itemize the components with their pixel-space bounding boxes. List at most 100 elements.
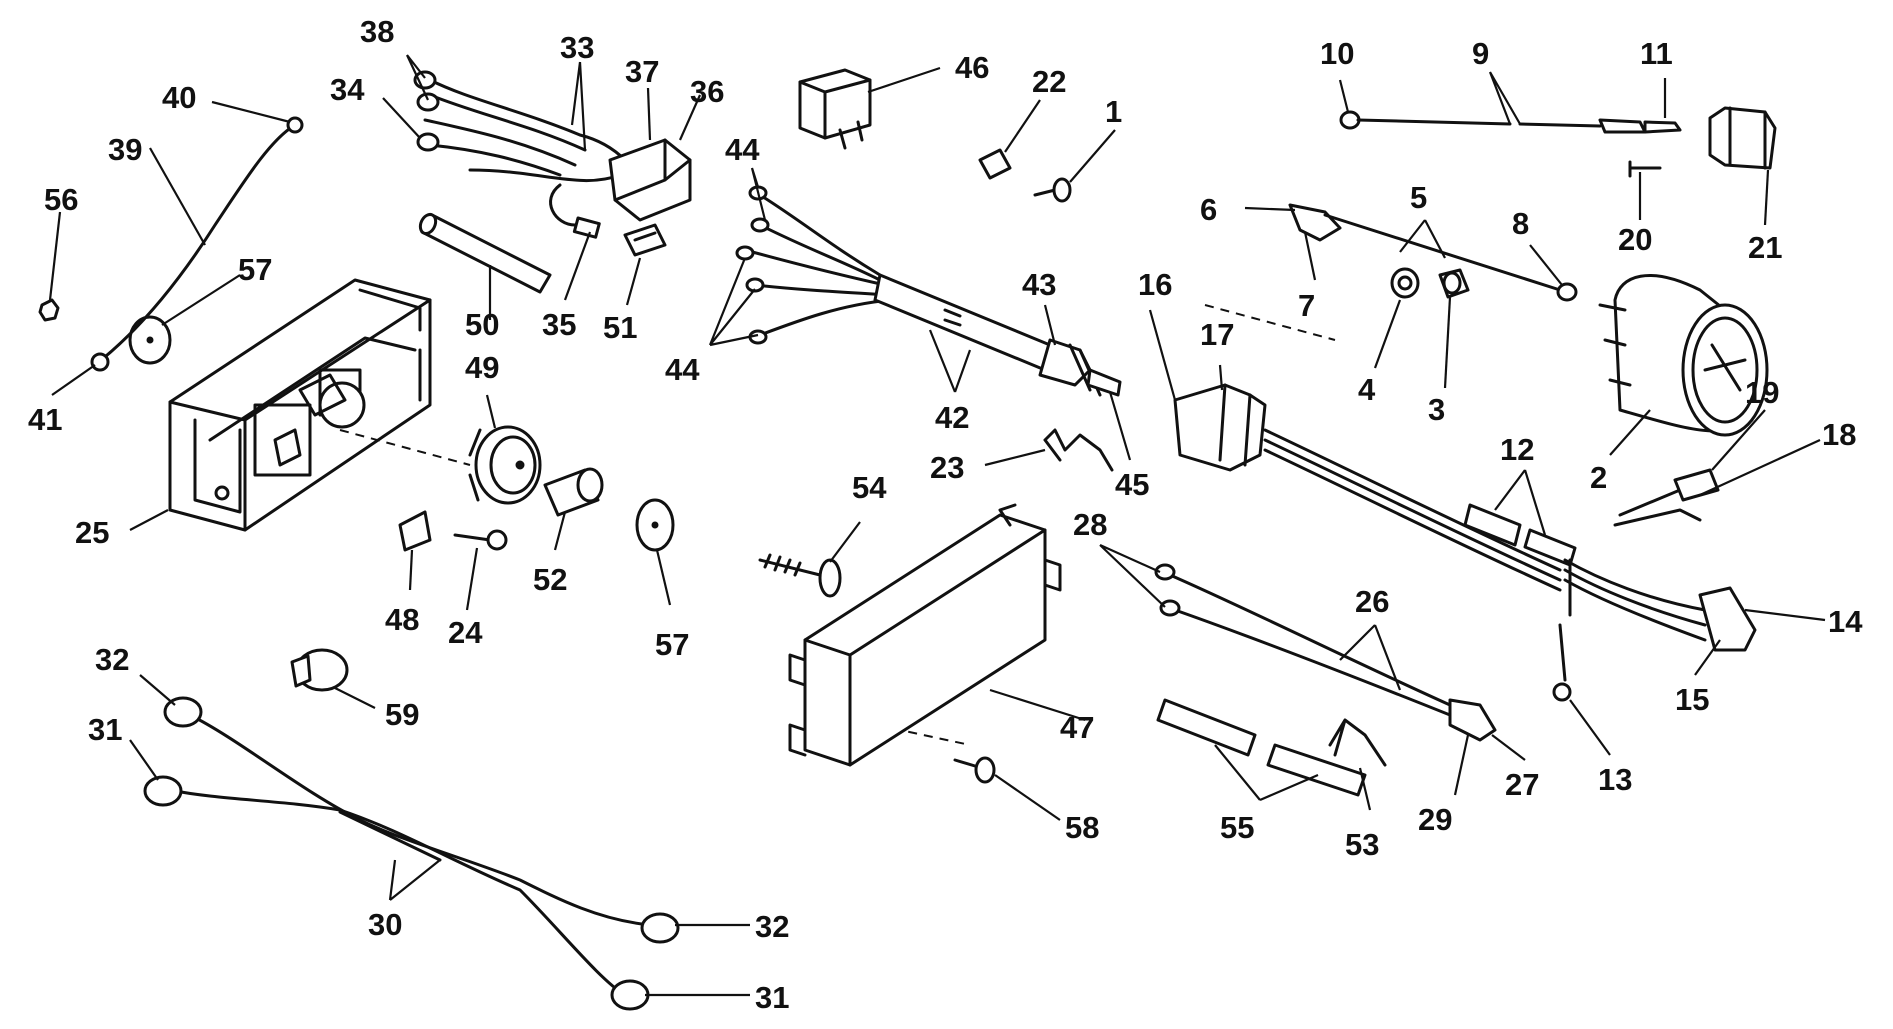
alignment-line-2 <box>1204 304 1336 341</box>
harness-12-assembly <box>1173 383 1757 702</box>
ground-lead-terminal-41 <box>90 352 110 372</box>
callout-32b: 32 <box>755 909 789 944</box>
callout-48: 48 <box>385 602 419 637</box>
callout-46: 46 <box>955 50 989 85</box>
callout-6: 6 <box>1200 192 1217 227</box>
harness-connector-assembly <box>413 70 692 239</box>
callout-11: 11 <box>1640 36 1673 71</box>
callout-40: 40 <box>162 80 196 115</box>
lamp-socket-4 <box>1390 267 1420 299</box>
callout-37: 37 <box>625 54 659 89</box>
callout-12: 12 <box>1500 432 1534 467</box>
cover-plate-47 <box>788 503 1062 767</box>
sleeve-55b <box>1266 743 1367 797</box>
harness-42-assembly <box>735 185 1122 397</box>
callout-8: 8 <box>1512 206 1529 241</box>
callout-50: 50 <box>465 307 499 342</box>
callout-58: 58 <box>1065 810 1099 845</box>
washer-left-hole <box>146 336 154 344</box>
bolt-54 <box>758 553 842 598</box>
clip-51 <box>623 223 667 257</box>
callout-29: 29 <box>1418 802 1452 837</box>
screw-1 <box>1033 177 1072 203</box>
grommet-49 <box>468 425 542 505</box>
screw-58 <box>953 756 996 784</box>
clip-22 <box>978 148 1012 180</box>
sleeve-55a <box>1156 698 1257 757</box>
callout-10: 10 <box>1320 36 1354 71</box>
callout-7: 7 <box>1298 288 1315 323</box>
lead-wire-5 <box>1288 203 1578 302</box>
control-box-housing <box>168 278 432 532</box>
callout-16: 16 <box>1138 267 1172 302</box>
ground-lead-terminal-40 <box>286 116 304 134</box>
callout-labels: 1 2 3 4 5 6 7 8 9 10 11 12 13 14 15 16 1… <box>28 14 1863 1015</box>
callout-13: 13 <box>1598 762 1632 797</box>
callout-20: 20 <box>1618 222 1652 257</box>
leader-lines <box>48 54 1826 997</box>
callout-1: 1 <box>1105 94 1122 129</box>
callout-31b: 31 <box>755 980 789 1015</box>
callout-30: 30 <box>368 907 402 942</box>
ground-lead-wire <box>93 123 297 367</box>
spring-clip-23 <box>1043 428 1114 472</box>
callout-41: 41 <box>28 402 62 437</box>
callout-51: 51 <box>603 310 637 345</box>
callout-52: 52 <box>533 562 567 597</box>
callout-19: 19 <box>1745 375 1779 410</box>
y-harness-assembly <box>143 696 680 1011</box>
callout-25: 25 <box>75 515 109 550</box>
callout-24: 24 <box>448 615 483 650</box>
sleeve-50-end <box>418 212 438 236</box>
callout-45: 45 <box>1115 467 1149 502</box>
sleeve-50 <box>420 213 552 294</box>
callout-5: 5 <box>1410 180 1427 215</box>
clip-51-slot <box>633 231 657 242</box>
callout-22: 22 <box>1032 64 1066 99</box>
callout-36: 36 <box>690 74 724 109</box>
callout-3: 3 <box>1428 392 1445 427</box>
bulb-3 <box>1438 268 1470 299</box>
lead-wire-26 <box>1154 563 1497 742</box>
screw-24 <box>453 529 508 551</box>
callout-9: 9 <box>1472 36 1489 71</box>
bushing-52 <box>543 467 604 517</box>
callout-31: 31 <box>88 712 122 747</box>
callout-28: 28 <box>1073 507 1107 542</box>
callout-2: 2 <box>1590 460 1607 495</box>
callout-42: 42 <box>935 400 969 435</box>
callout-21: 21 <box>1748 230 1782 265</box>
callout-32: 32 <box>95 642 129 677</box>
callout-53: 53 <box>1345 827 1379 862</box>
callout-17: 17 <box>1200 317 1234 352</box>
callout-44: 44 <box>725 132 760 167</box>
callout-44b: 44 <box>665 352 700 387</box>
callout-26: 26 <box>1355 584 1389 619</box>
gauge-2 <box>1598 274 1769 437</box>
small-nut <box>38 298 60 322</box>
bracket-48 <box>398 510 432 552</box>
callout-47: 47 <box>1060 710 1094 745</box>
plug-21 <box>1708 106 1777 170</box>
callout-4: 4 <box>1358 372 1376 407</box>
callout-57b: 57 <box>655 627 689 662</box>
lead-wire-9 <box>1339 110 1682 134</box>
callout-56: 56 <box>44 182 78 217</box>
relay-46 <box>798 68 872 150</box>
callout-14: 14 <box>1828 604 1863 639</box>
callout-18: 18 <box>1822 417 1856 452</box>
washer-right-hole <box>651 521 659 529</box>
pin-20 <box>1628 160 1662 178</box>
alignment-line-1 <box>339 429 471 466</box>
callout-34: 34 <box>330 72 365 107</box>
callout-39: 39 <box>108 132 142 167</box>
callout-27: 27 <box>1505 767 1539 802</box>
callout-59: 59 <box>385 697 419 732</box>
callout-57: 57 <box>238 252 272 287</box>
callout-43: 43 <box>1022 267 1056 302</box>
callout-33: 33 <box>560 30 594 65</box>
callout-38: 38 <box>360 14 394 49</box>
hose-clamp-59 <box>290 648 349 692</box>
